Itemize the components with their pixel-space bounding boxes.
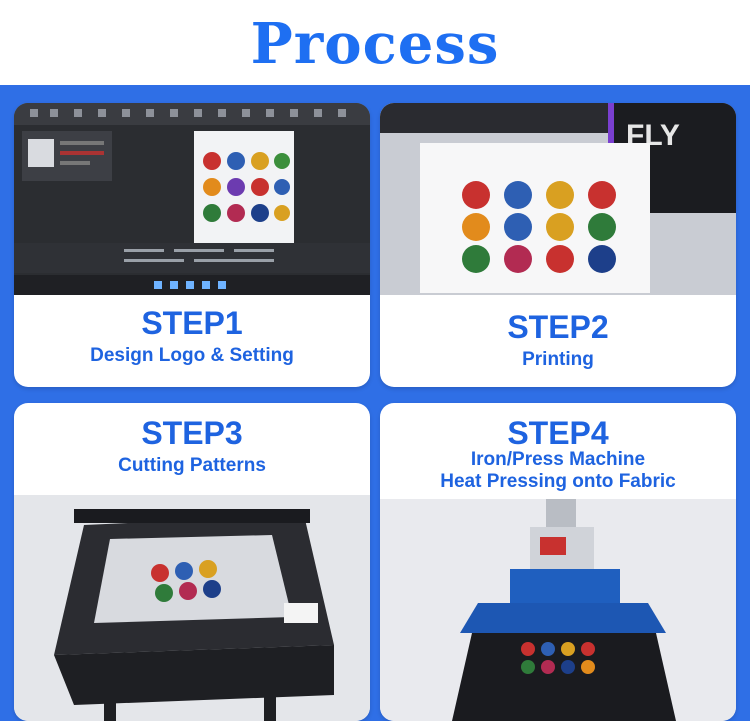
step1-label: STEP1	[141, 305, 243, 341]
step3-label: STEP3	[141, 415, 243, 451]
step1-image	[14, 103, 370, 295]
step-card-1: STEP1 Design Logo & Setting	[14, 103, 370, 387]
step4-description-line2: Heat Pressing onto Fabric	[440, 471, 676, 492]
step2-image: FLY	[380, 103, 736, 295]
step4-description-line1: Iron/Press Machine	[470, 449, 646, 470]
step2-description: Printing	[522, 349, 594, 370]
step2-label: STEP2	[507, 309, 609, 345]
process-panel: STEP1 Design Logo & Setting FLY	[0, 85, 750, 721]
step-card-3: STEP3 Cutting Patterns	[14, 403, 370, 721]
step4-label: STEP4	[507, 415, 609, 451]
step-card-2: FLY STEP2 Printing	[380, 103, 736, 387]
step-card-4: STEP4 Iron/Press Machine Heat Pressing o…	[380, 403, 736, 721]
step4-image	[380, 499, 736, 721]
page-title: Process	[250, 11, 500, 77]
step3-description: Cutting Patterns	[118, 455, 266, 476]
step3-image	[14, 495, 370, 721]
step1-description: Design Logo & Setting	[90, 345, 294, 366]
